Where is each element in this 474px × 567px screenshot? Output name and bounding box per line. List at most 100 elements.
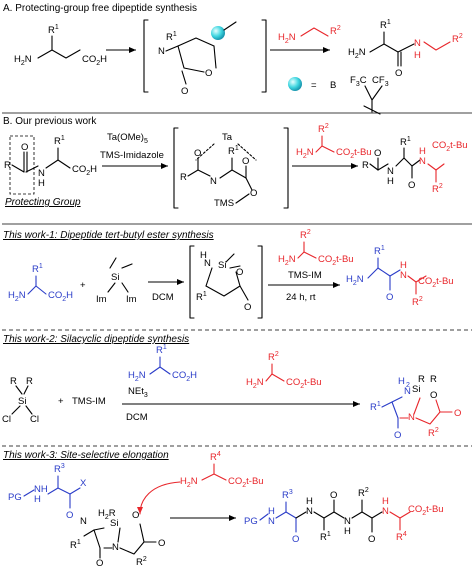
svg-text:R1: R1	[374, 245, 385, 257]
svg-text:R2: R2	[412, 296, 423, 308]
svg-text:O: O	[236, 267, 243, 278]
work-3-title: This work-3: Site-selective elongation	[3, 450, 169, 461]
amine-reagent-a: H2N R2	[278, 25, 341, 45]
solvent-w2: DCM	[126, 412, 148, 423]
svg-text:N: N	[419, 156, 426, 167]
section-work-3: This work-3: Site-selective elongation P…	[3, 450, 444, 567]
svg-text:R1: R1	[400, 136, 411, 148]
boron-ball-legend	[288, 77, 302, 91]
svg-text:N: N	[408, 412, 415, 423]
svg-text:O: O	[395, 68, 402, 79]
svg-text:O: O	[205, 68, 212, 79]
amino-acid-w2: R1 H2N CO2H	[128, 344, 197, 383]
svg-text:R1: R1	[166, 31, 177, 43]
svg-text:=: =	[311, 80, 317, 91]
svg-text:N: N	[387, 166, 394, 177]
svg-text:R2: R2	[300, 229, 311, 241]
svg-text:Si: Si	[412, 384, 420, 395]
svg-text:R1: R1	[380, 19, 391, 31]
svg-text:R4: R4	[210, 451, 221, 463]
svg-text:CO2t-Bu: CO2t-Bu	[408, 504, 444, 517]
svg-text:R3: R3	[282, 489, 293, 501]
svg-text:H: H	[398, 376, 405, 387]
svg-text:Si: Si	[110, 518, 118, 529]
svg-text:CO2t-Bu: CO2t-Bu	[336, 147, 372, 160]
svg-text:H: H	[382, 496, 389, 507]
substrate-b: R O N H R1 CO2H	[4, 135, 97, 189]
svg-text:R1: R1	[156, 344, 167, 356]
svg-text:CO2t-Bu: CO2t-Bu	[228, 476, 264, 489]
svg-text:+: +	[58, 396, 64, 407]
svg-text:R2: R2	[358, 487, 369, 499]
svg-text:Si: Si	[218, 260, 226, 271]
svg-text:N: N	[400, 270, 407, 281]
svg-text:+: +	[80, 280, 86, 291]
svg-text:O: O	[158, 538, 165, 549]
svg-text:CO2t-Bu: CO2t-Bu	[418, 276, 454, 289]
tetrapeptide-product-w3: PG N H R3 O N H R1 O N H R2 O N	[244, 487, 444, 545]
svg-text:H2R: H2R	[98, 508, 116, 521]
svg-text:O: O	[330, 490, 337, 501]
svg-text:R2: R2	[136, 556, 147, 567]
svg-text:2: 2	[406, 382, 410, 389]
svg-text:R2: R2	[428, 427, 439, 439]
svg-text:H: H	[344, 526, 351, 537]
svg-text:H2N: H2N	[246, 377, 264, 390]
svg-text:R3: R3	[54, 463, 65, 475]
svg-text:R2: R2	[318, 123, 329, 135]
svg-text:R1: R1	[320, 531, 331, 543]
svg-text:R1: R1	[228, 145, 239, 157]
svg-text:R: R	[180, 172, 187, 183]
svg-text:N: N	[268, 516, 275, 527]
section-a: A. Protecting-group free dipeptide synth…	[3, 3, 463, 115]
work-1-title: This work-1: Dipeptide tert-butyl ester …	[3, 230, 214, 241]
svg-text:H2N: H2N	[180, 476, 198, 489]
svg-text:N: N	[306, 506, 313, 517]
svg-text:R1: R1	[32, 263, 43, 275]
svg-text:N: N	[210, 176, 217, 187]
svg-text:R1: R1	[70, 539, 81, 551]
intermediate-b: Ta R O N R1 O O TMS	[173, 127, 289, 209]
amino-ester-b: R2 H2N CO2t-Bu	[296, 123, 372, 160]
svg-text:H: H	[34, 494, 41, 505]
svg-text:Si: Si	[111, 272, 119, 283]
svg-text:O: O	[244, 302, 251, 313]
svg-text:R: R	[418, 374, 425, 385]
svg-text:N: N	[344, 516, 351, 527]
svg-text:Im: Im	[126, 294, 137, 305]
svg-text:O: O	[242, 156, 249, 167]
svg-text:N: N	[404, 386, 411, 397]
boron-ball	[211, 26, 225, 40]
svg-text:NH: NH	[34, 484, 48, 495]
dichlorosilane: R R Si Cl Cl	[2, 376, 39, 425]
svg-text:O: O	[250, 188, 257, 199]
svg-text:H: H	[419, 146, 426, 157]
svg-text:O: O	[96, 558, 103, 567]
svg-text:O: O	[132, 510, 139, 521]
svg-text:B: B	[330, 80, 336, 91]
svg-text:Im: Im	[96, 294, 107, 305]
svg-text:N: N	[382, 506, 389, 517]
svg-text:R: R	[10, 376, 17, 387]
svg-text:H2N: H2N	[296, 147, 314, 160]
work-2-title: This work-2: Silacyclic dipeptide synthe…	[3, 334, 189, 345]
section-b-title: B. Our previous work	[3, 116, 97, 127]
h2n-label: H2N	[14, 54, 32, 67]
svg-text:R: R	[362, 160, 369, 171]
svg-text:H2N: H2N	[8, 290, 26, 303]
svg-text:H: H	[414, 50, 421, 61]
svg-text:Cl: Cl	[2, 414, 11, 425]
section-a-title: A. Protecting-group free dipeptide synth…	[3, 3, 197, 14]
protecting-group-label: Protecting Group	[5, 197, 81, 208]
svg-text:R2: R2	[452, 33, 463, 45]
svg-text:O: O	[374, 148, 381, 159]
svg-text:R1: R1	[196, 291, 207, 303]
svg-text:H2N: H2N	[278, 32, 296, 45]
amino-ester-w2: R2 H2N CO2t-Bu	[246, 351, 322, 390]
svg-text:CO2t-Bu: CO2t-Bu	[286, 377, 322, 390]
reagent-w2-tmsim: TMS-IM	[72, 396, 106, 407]
svg-text:H: H	[306, 496, 313, 507]
svg-text:PG: PG	[244, 516, 258, 527]
svg-text:CO2t-Bu: CO2t-Bu	[432, 140, 468, 153]
